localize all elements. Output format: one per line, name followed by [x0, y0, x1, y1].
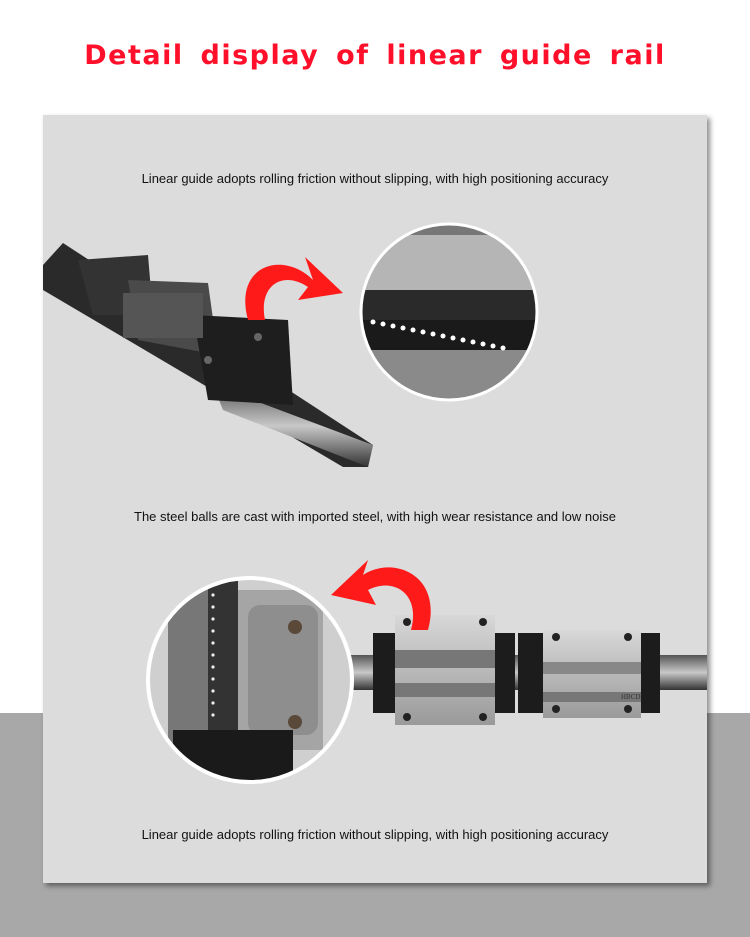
detail-inset-1 — [361, 224, 537, 400]
arrow-icon — [245, 257, 343, 320]
caption-1: Linear guide adopts rolling friction wit… — [141, 171, 609, 186]
guide-rail-photo-2: HBCD — [348, 615, 707, 725]
arrow-icon — [331, 560, 431, 630]
product-panel: Linear guide adopts rolling friction wit… — [43, 115, 707, 883]
caption-3: Linear guide adopts rolling friction wit… — [141, 827, 609, 842]
detail-inset-2 — [148, 578, 352, 782]
caption-2: The steel balls are cast with imported s… — [134, 509, 616, 524]
product-illustration: HBCD — [43, 222, 707, 784]
page-title: Detail display of linear guide rail — [84, 40, 666, 71]
guide-rail-photo-1 — [43, 243, 373, 467]
brand-logo: HBCD — [621, 693, 640, 701]
